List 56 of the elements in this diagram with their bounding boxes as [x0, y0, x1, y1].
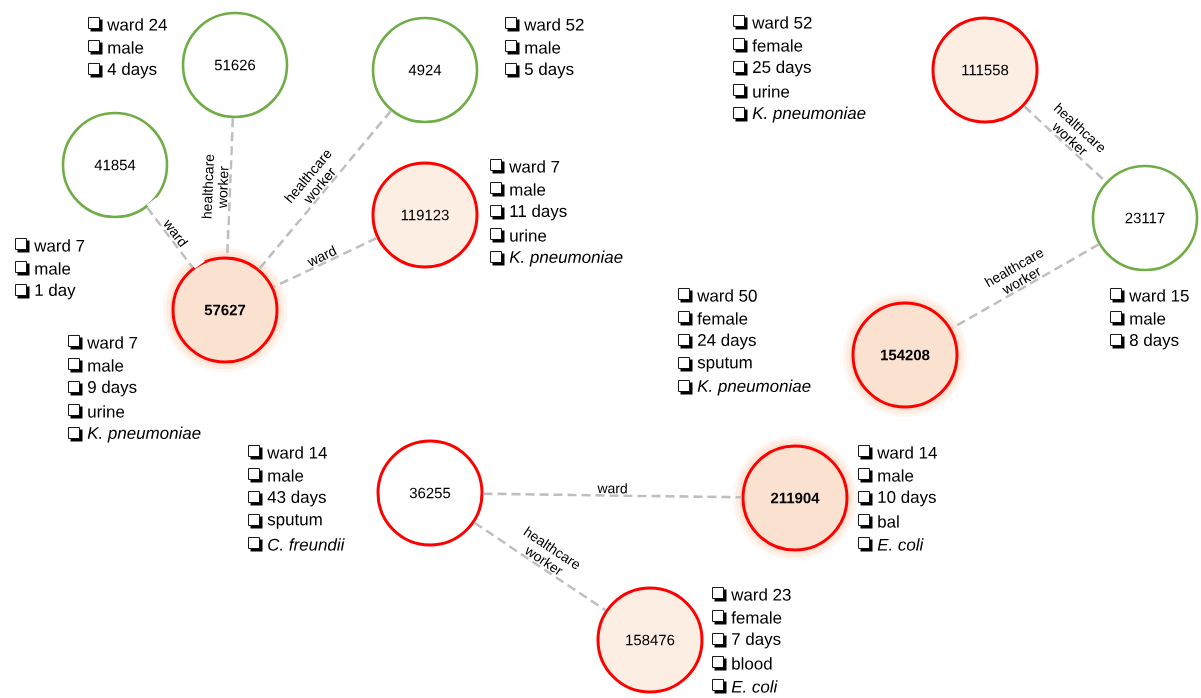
- attribute-text: ward 14: [267, 446, 327, 459]
- attribute-text: male: [525, 41, 561, 54]
- dashed-line: [258, 110, 392, 270]
- attribute-text: female: [752, 39, 803, 52]
- attribute-text: ward 52: [752, 16, 812, 29]
- attribute-text: K. pneumoniae: [752, 106, 866, 123]
- attribute-text: ward 7: [509, 160, 560, 173]
- attribute-text: K. pneumoniae: [509, 250, 623, 267]
- attribute-text: ward 14: [877, 446, 937, 459]
- attribute-text: 9 days: [88, 380, 137, 397]
- attribute-text: male: [1130, 312, 1166, 325]
- attribute-text: male: [88, 359, 124, 372]
- attribute-text: sputum: [697, 357, 752, 372]
- attribute-text: male: [35, 262, 71, 275]
- attribute-text: ward 15: [1129, 289, 1189, 302]
- dashed-line: [950, 243, 1100, 330]
- attribute-text: 11 days: [510, 204, 567, 221]
- attribute-text: blood: [732, 657, 772, 670]
- dashed-line: [146, 206, 194, 269]
- attribute-text: female: [731, 611, 782, 624]
- attribute-text: E. coli: [731, 680, 778, 693]
- attribute-text: bal: [878, 515, 899, 528]
- attribute-text: female: [697, 312, 748, 325]
- attribute-text: K. pneumoniae: [87, 426, 201, 443]
- dashed-line: [272, 236, 378, 289]
- attribute-text: ward 7: [34, 239, 85, 252]
- edge-label: ward: [283, 233, 361, 279]
- attribute-text: ward 50: [697, 289, 757, 302]
- attribute-text: C. freundii: [268, 538, 345, 551]
- attribute-text: K. pneumoniae: [697, 379, 811, 396]
- attribute-text: 8 days: [1129, 333, 1179, 350]
- attribute-text: E. coli: [877, 538, 924, 551]
- edge-label: ward: [572, 481, 653, 495]
- attribute-text: 25 days: [753, 60, 811, 77]
- attribute-text: sputum: [267, 514, 322, 529]
- attribute-text: urine: [510, 229, 547, 242]
- attribute-text: urine: [88, 405, 125, 418]
- attribute-text: 4 days: [107, 62, 157, 79]
- attribute-text: 24 days: [698, 333, 756, 350]
- attribute-text: 10 days: [878, 490, 936, 507]
- dashed-line: [473, 521, 607, 612]
- attribute-text: ward 7: [87, 336, 138, 349]
- attribute-text: urine: [753, 85, 790, 98]
- edge-label: healthcare worker: [200, 146, 231, 228]
- attribute-text: ward 24: [107, 18, 167, 31]
- attribute-text: male: [268, 469, 304, 482]
- attribute-text: male: [878, 469, 914, 482]
- attribute-text: 1 day: [35, 283, 76, 300]
- attribute-text: 5 days: [524, 62, 574, 79]
- attribute-text: male: [108, 41, 144, 54]
- attribute-text: 43 days: [267, 490, 326, 507]
- attribute-text: ward 23: [731, 588, 791, 601]
- attribute-text: 7 days: [732, 632, 781, 649]
- dashed-line: [483, 492, 742, 499]
- attribute-text: male: [510, 183, 546, 196]
- attribute-text: ward 52: [524, 18, 584, 31]
